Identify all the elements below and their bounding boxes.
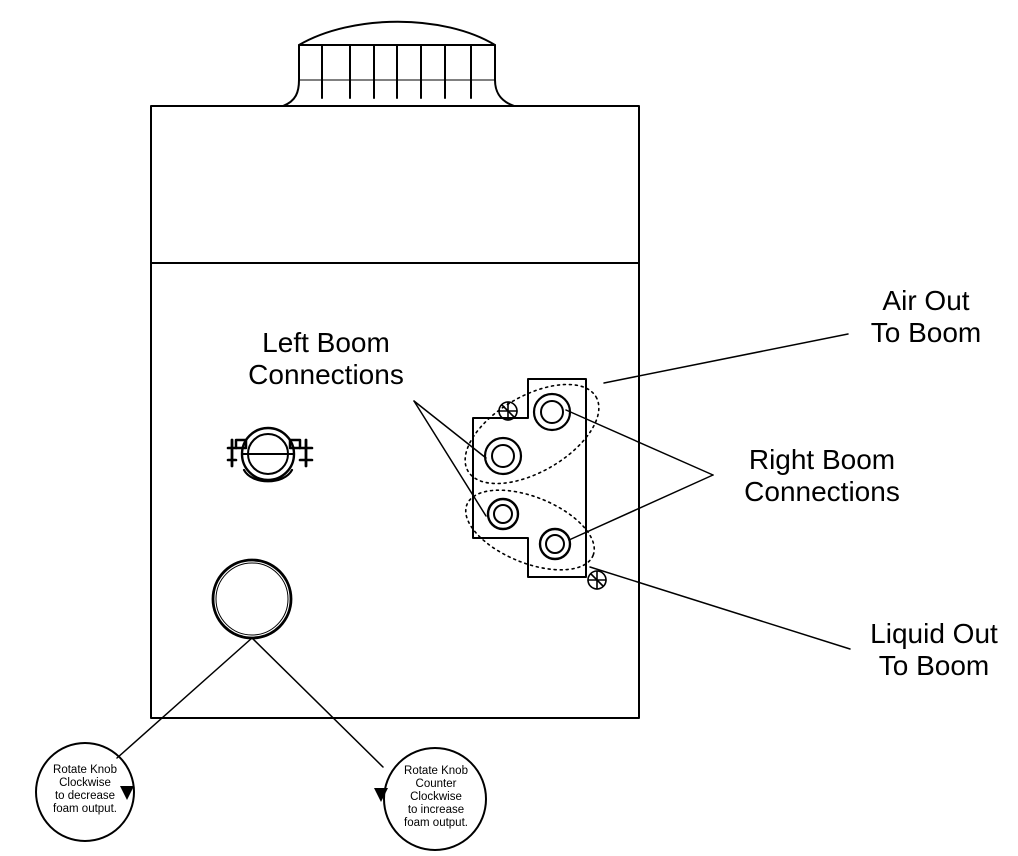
note-rotate-clockwise: Rotate Knob Clockwise to decrease foam o… [53,764,117,815]
fill-cap-icon [282,20,515,107]
gauge-icon [226,426,314,483]
note-rotate-counter-clockwise: Rotate Knob Counter Clockwise to increas… [404,765,468,829]
label-liquid-out-to-boom: Liquid Out To Boom [870,618,998,682]
unit-body-lower [150,262,640,719]
adjust-knob[interactable] [211,558,293,640]
fitting-liquid-left[interactable] [486,497,520,531]
connector-plate [472,378,587,578]
liquid-connection-group [464,489,596,571]
label-left-boom-connections: Left Boom Connections [248,327,404,391]
note-bubble-counter-clockwise [383,747,487,851]
fitting-air-left[interactable] [483,436,523,476]
label-right-boom-connections: Right Boom Connections [744,444,900,508]
note-bubble-clockwise [35,742,135,842]
fitting-liquid-right[interactable] [538,527,572,561]
unit-body-upper [150,105,640,264]
air-connection-group [464,383,600,485]
arrowhead-icon [120,786,134,800]
leader-lines [116,333,851,768]
label-air-out-to-boom: Air Out To Boom [870,285,982,349]
fitting-air-right[interactable] [532,392,572,432]
screw-icon [587,570,607,590]
arrowhead-icon [374,788,388,802]
